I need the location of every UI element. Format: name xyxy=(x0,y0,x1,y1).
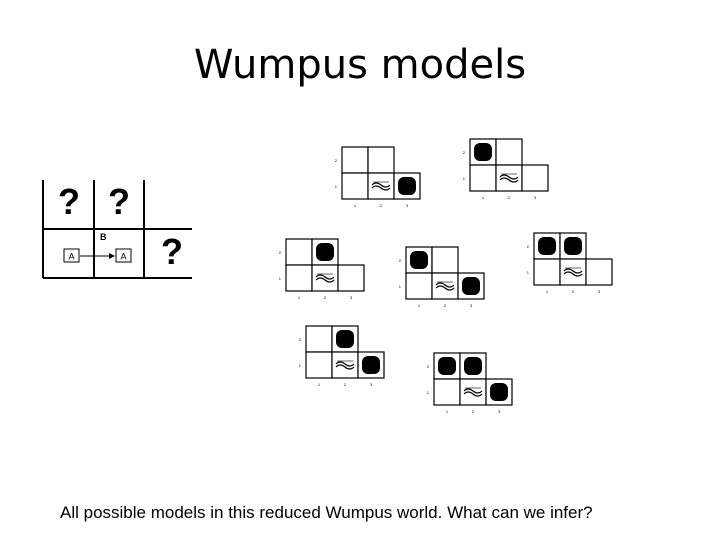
col-label: 3 xyxy=(598,289,601,294)
col-label: 2 xyxy=(508,195,511,200)
pit-icon xyxy=(464,357,482,375)
pit-icon xyxy=(490,383,508,401)
row-label: 2 xyxy=(299,337,302,342)
model-cell xyxy=(367,146,395,174)
col-label: 2 xyxy=(380,203,383,208)
model-cell xyxy=(495,164,523,192)
model-cell xyxy=(285,264,313,292)
pit-icon xyxy=(462,277,480,295)
model-cell xyxy=(495,138,523,166)
row-label: 1 xyxy=(463,176,466,181)
breeze-icon xyxy=(463,387,483,397)
row-label: 1 xyxy=(427,390,430,395)
model-grid: 2 1 1 2 3 xyxy=(399,246,485,308)
col-label: 3 xyxy=(406,203,409,208)
agent-label-start: A xyxy=(68,252,74,262)
pit-icon xyxy=(438,357,456,375)
model-cell xyxy=(431,246,459,274)
row-label: 1 xyxy=(299,363,302,368)
pit-icon xyxy=(336,330,354,348)
col-label: 1 xyxy=(446,409,449,414)
col-label: 2 xyxy=(572,289,575,294)
model-cell xyxy=(341,146,369,174)
row-label: 2 xyxy=(335,158,338,163)
col-label: 1 xyxy=(482,195,485,200)
pit-icon xyxy=(538,237,556,255)
model-cell xyxy=(337,264,365,292)
breeze-icon xyxy=(563,267,583,277)
model-grid: 2 1 1 2 3 xyxy=(335,146,421,208)
pit-icon xyxy=(564,237,582,255)
model-grid: 2 1 1 2 3 xyxy=(279,238,365,300)
row-label: 2 xyxy=(463,150,466,155)
unknown-square-2-2: ? xyxy=(108,181,130,222)
row-label: 2 xyxy=(279,250,282,255)
breeze-icon xyxy=(435,281,455,291)
col-label: 1 xyxy=(418,303,421,308)
model-cell xyxy=(433,378,461,406)
move-arrow-icon xyxy=(80,253,115,259)
unknown-square-3-1: ? xyxy=(161,231,183,272)
model-cell xyxy=(341,172,369,200)
model-cell xyxy=(367,172,395,200)
unknown-square-1-2: ? xyxy=(58,181,80,222)
col-label: 2 xyxy=(324,295,327,300)
agent-box-start xyxy=(63,248,80,263)
pit-icon xyxy=(474,143,492,161)
breeze-icon xyxy=(335,360,355,370)
breeze-label: B xyxy=(100,232,107,242)
model-cell xyxy=(533,258,561,286)
model-cell xyxy=(331,351,359,379)
model-cell xyxy=(521,164,549,192)
pit-icon xyxy=(398,177,416,195)
row-label: 1 xyxy=(335,184,338,189)
agent-box-current xyxy=(115,248,132,263)
row-label: 1 xyxy=(527,270,530,275)
model-grid: 2 1 1 2 3 xyxy=(463,138,549,200)
model-grid: 2 1 1 2 3 xyxy=(427,352,513,414)
model-cell xyxy=(405,272,433,300)
slide-caption: All possible models in this reduced Wump… xyxy=(60,503,593,522)
breeze-icon xyxy=(371,181,391,191)
row-label: 2 xyxy=(399,258,402,263)
col-label: 3 xyxy=(370,382,373,387)
col-label: 1 xyxy=(298,295,301,300)
model-cell xyxy=(459,378,487,406)
pit-icon xyxy=(410,251,428,269)
model-cell xyxy=(431,272,459,300)
col-label: 3 xyxy=(534,195,537,200)
col-label: 2 xyxy=(472,409,475,414)
models-layer: 2 1 1 2 3 2 1 1 2 3 2 1 1 2 3 2 1 1 2 3 2 1 1 2 3 2 1 1 2 3 2 1 1 2 3 xyxy=(279,138,613,414)
col-label: 3 xyxy=(470,303,473,308)
breeze-icon xyxy=(315,273,335,283)
model-cell xyxy=(285,238,313,266)
col-label: 3 xyxy=(498,409,501,414)
col-label: 3 xyxy=(350,295,353,300)
model-grid: 2 1 1 2 3 xyxy=(527,232,613,294)
model-cell xyxy=(305,351,333,379)
row-label: 2 xyxy=(427,364,430,369)
row-label: 2 xyxy=(527,244,530,249)
model-cell xyxy=(585,258,613,286)
model-cell xyxy=(469,164,497,192)
col-label: 1 xyxy=(354,203,357,208)
agent-label-current: A xyxy=(120,252,126,262)
col-label: 1 xyxy=(546,289,549,294)
breeze-icon xyxy=(499,173,519,183)
row-label: 1 xyxy=(279,276,282,281)
slide-title: Wumpus models xyxy=(193,42,527,88)
model-grid: 2 1 1 2 3 xyxy=(299,325,385,387)
pit-icon xyxy=(362,356,380,374)
model-cell xyxy=(559,258,587,286)
col-label: 2 xyxy=(344,382,347,387)
row-label: 1 xyxy=(399,284,402,289)
col-label: 2 xyxy=(444,303,447,308)
model-cell xyxy=(305,325,333,353)
pit-icon xyxy=(316,243,334,261)
col-label: 1 xyxy=(318,382,321,387)
model-cell xyxy=(311,264,339,292)
world-grid xyxy=(42,180,192,279)
